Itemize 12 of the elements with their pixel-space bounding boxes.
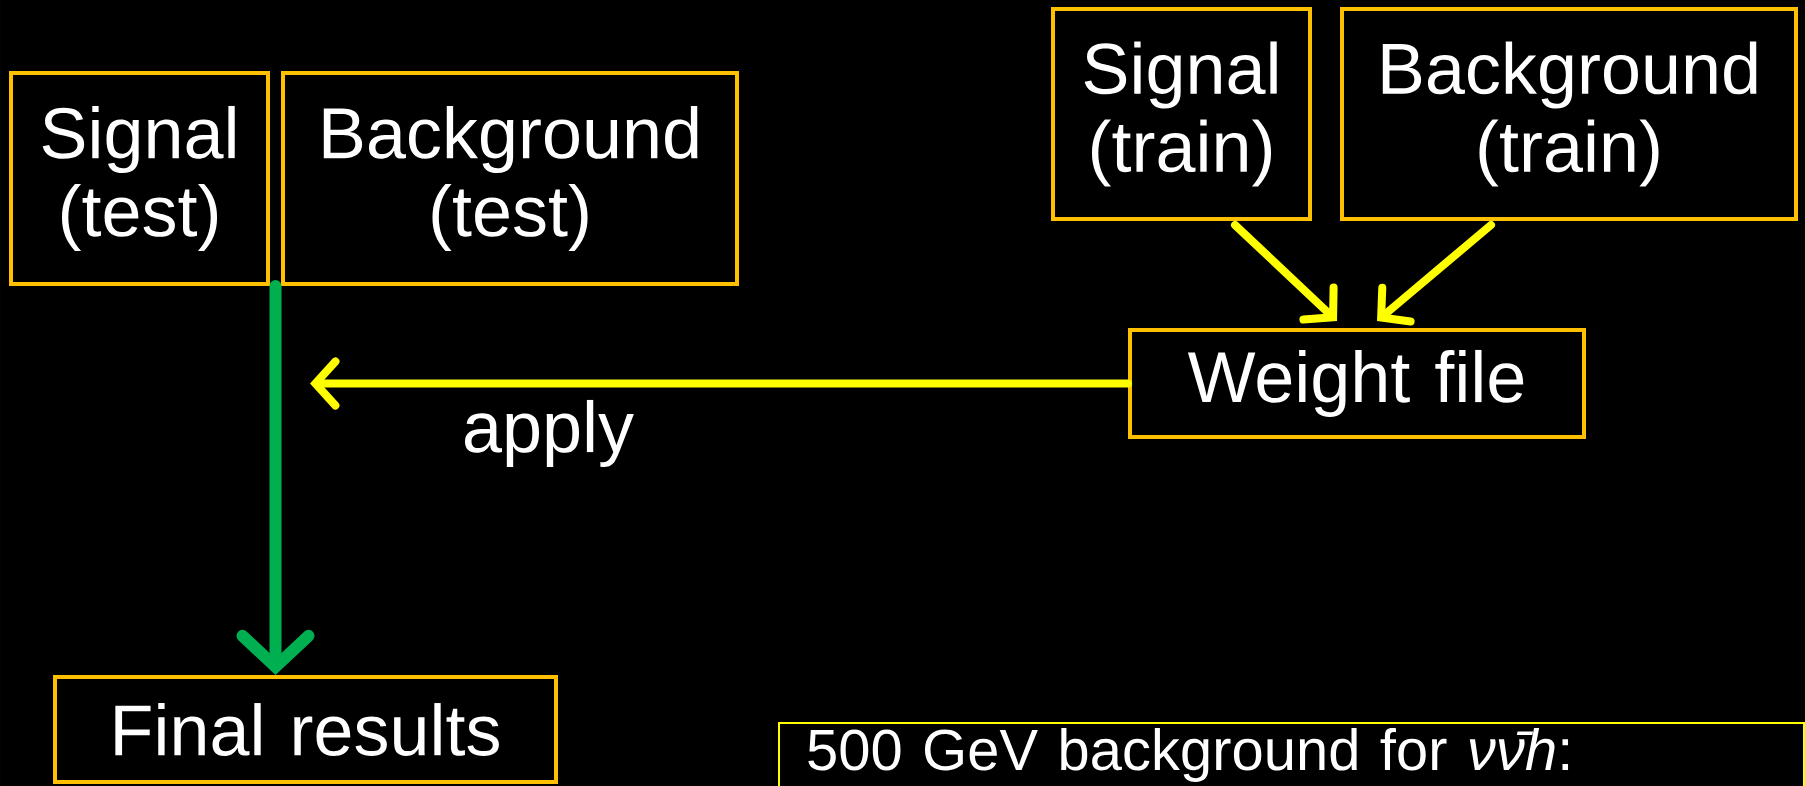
arrow — [1377, 221, 1495, 326]
arrow — [236, 280, 315, 675]
edge-label: apply — [465, 399, 634, 468]
process-box: Signal (train) — [1051, 7, 1312, 221]
process-box: Background (test) — [281, 71, 739, 286]
process-box: Weight file — [1128, 328, 1586, 439]
note-box: 500 GeV background for νν̄h: — [778, 722, 1805, 786]
process-box: Final results — [53, 675, 558, 784]
process-box: Signal (test) — [9, 71, 270, 286]
arrow — [1231, 221, 1338, 324]
arrow — [310, 357, 1132, 410]
process-box: Background (train) — [1340, 7, 1798, 221]
